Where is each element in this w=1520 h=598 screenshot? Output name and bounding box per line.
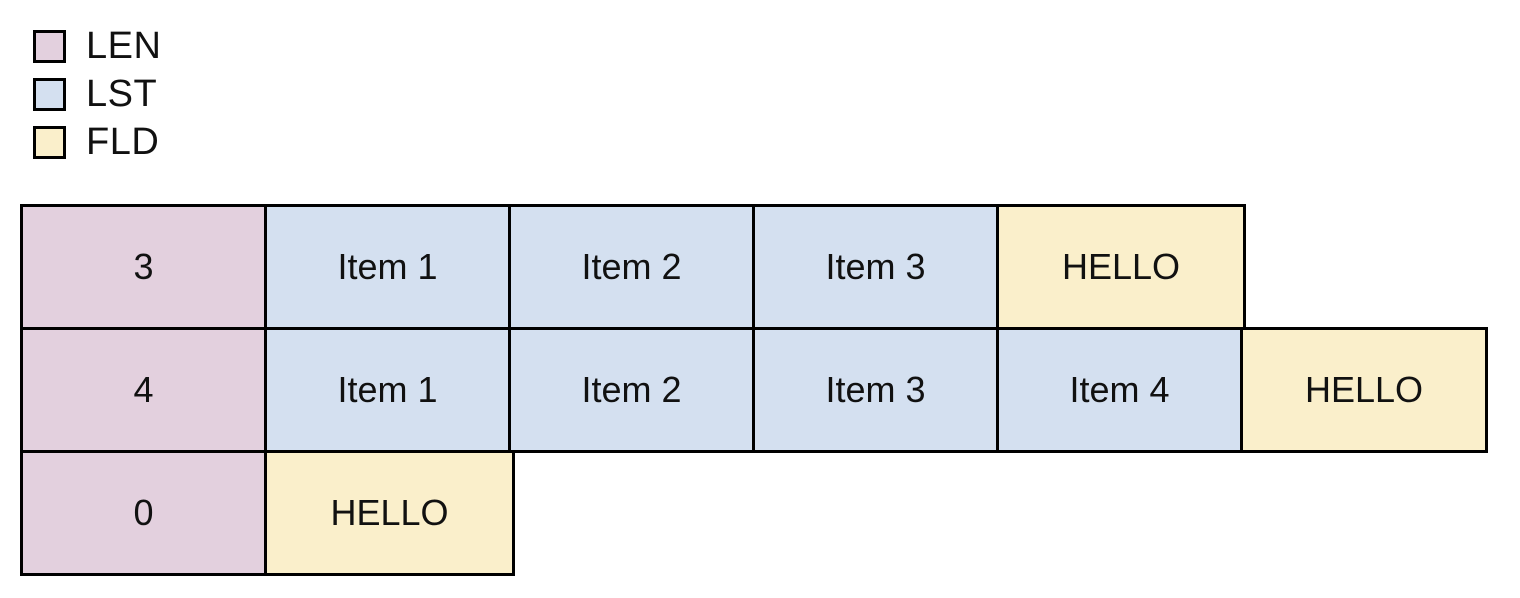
table-cell-len: 0 [20,450,267,576]
legend-label: LST [86,73,158,115]
legend: LEN LST FLD [33,22,161,166]
legend-item-fld: FLD [33,118,161,166]
table-cell-lst: Item 3 [752,327,999,453]
legend-label: FLD [86,121,160,163]
table-cell-len: 4 [20,327,267,453]
legend-label: LEN [86,25,162,67]
legend-item-len: LEN [33,22,161,70]
table-cell-fld: HELLO [264,450,515,576]
table-cell-fld: HELLO [996,204,1246,330]
legend-swatch-fld-icon [33,125,66,159]
table-cell-fld: HELLO [1240,327,1488,453]
legend-swatch-lst-icon [33,77,66,111]
legend-item-lst: LST [33,70,161,118]
table-cell-len: 3 [20,204,267,330]
legend-swatch-len-icon [33,29,66,63]
table-cell-lst: Item 3 [752,204,999,330]
table-cell-lst: Item 2 [508,204,755,330]
table-cell-lst: Item 2 [508,327,755,453]
table-cell-lst: Item 1 [264,327,511,453]
table-cell-lst: Item 1 [264,204,511,330]
table-cell-lst: Item 4 [996,327,1243,453]
